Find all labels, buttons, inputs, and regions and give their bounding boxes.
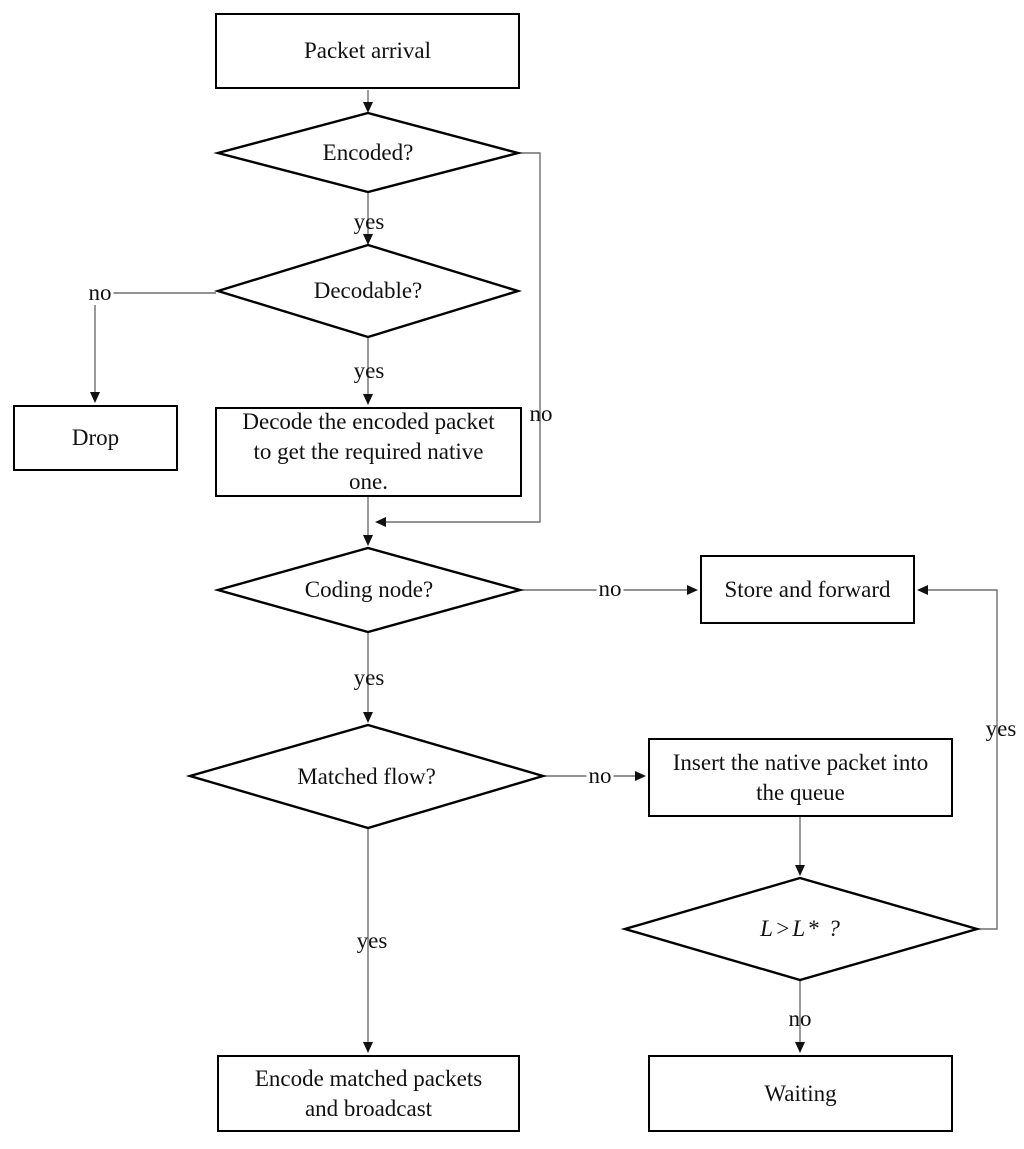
edge-label-matched-yes: yes xyxy=(356,928,388,953)
diamond-coding-node xyxy=(213,546,525,634)
diamond-matched-flow xyxy=(185,723,548,830)
edge-label-matched-no: no xyxy=(586,763,614,788)
node-packet-arrival-label: Packet arrival xyxy=(303,38,432,63)
arrowhead-into-store-right xyxy=(917,585,928,595)
arrowheads xyxy=(90,102,928,1053)
connector-lines xyxy=(94,90,998,1049)
arrowhead-into-encoded xyxy=(363,102,373,113)
node-encode-broadcast: Encode matched packets and broadcast xyxy=(217,1055,520,1132)
node-insert-queue: Insert the native packet into the queue xyxy=(648,738,953,817)
node-drop: Drop xyxy=(13,405,178,471)
arrowhead-no-merge xyxy=(375,517,386,527)
edge-label-coding-yes: yes xyxy=(353,665,385,690)
node-store-forward-label: Store and forward xyxy=(724,576,891,602)
edge-label-l-no: no xyxy=(788,1006,812,1031)
arrowhead-into-matched xyxy=(363,712,373,723)
node-packet-arrival: Packet arrival xyxy=(215,13,520,89)
edge-encoded-no xyxy=(380,152,541,523)
arrowhead-into-drop xyxy=(90,392,100,403)
arrowhead-into-encode-broadcast xyxy=(363,1042,373,1053)
edge-label-decodable-yes: yes xyxy=(353,358,385,383)
node-waiting: Waiting xyxy=(648,1055,953,1132)
node-decode: Decode the encoded packet to get the req… xyxy=(215,407,522,497)
arrowhead-into-store xyxy=(687,585,698,595)
arrowhead-into-decodable xyxy=(363,234,373,245)
node-decode-label: Decode the encoded packet to get the req… xyxy=(242,409,495,494)
diamond-encoded xyxy=(213,111,523,194)
diamond-l-threshold xyxy=(620,876,982,982)
arrowhead-into-decode xyxy=(363,394,373,405)
node-insert-queue-label: Insert the native packet into the queue xyxy=(672,749,929,805)
arrowhead-into-waiting xyxy=(795,1042,805,1053)
edge-label-l-yes: yes xyxy=(985,716,1017,741)
edge-label-encoded-yes: yes xyxy=(353,209,385,234)
edge-label-coding-no: no xyxy=(596,576,624,601)
diamond-decodable xyxy=(213,243,523,339)
node-encode-broadcast-label: Encode matched packets and broadcast xyxy=(254,1065,483,1121)
edge-decodable-no xyxy=(94,292,216,399)
decision-shapes xyxy=(185,111,982,982)
arrowhead-into-l xyxy=(795,865,805,876)
edge-label-encoded-no: no xyxy=(529,401,553,426)
node-drop-label: Drop xyxy=(71,425,120,450)
edge-label-decodable-no: no xyxy=(86,280,114,305)
node-store-forward: Store and forward xyxy=(700,555,915,624)
arrowhead-into-insert xyxy=(635,771,646,781)
arrowhead-into-coding xyxy=(363,535,373,546)
node-waiting-label: Waiting xyxy=(764,1080,837,1106)
edge-l-yes xyxy=(921,589,998,930)
